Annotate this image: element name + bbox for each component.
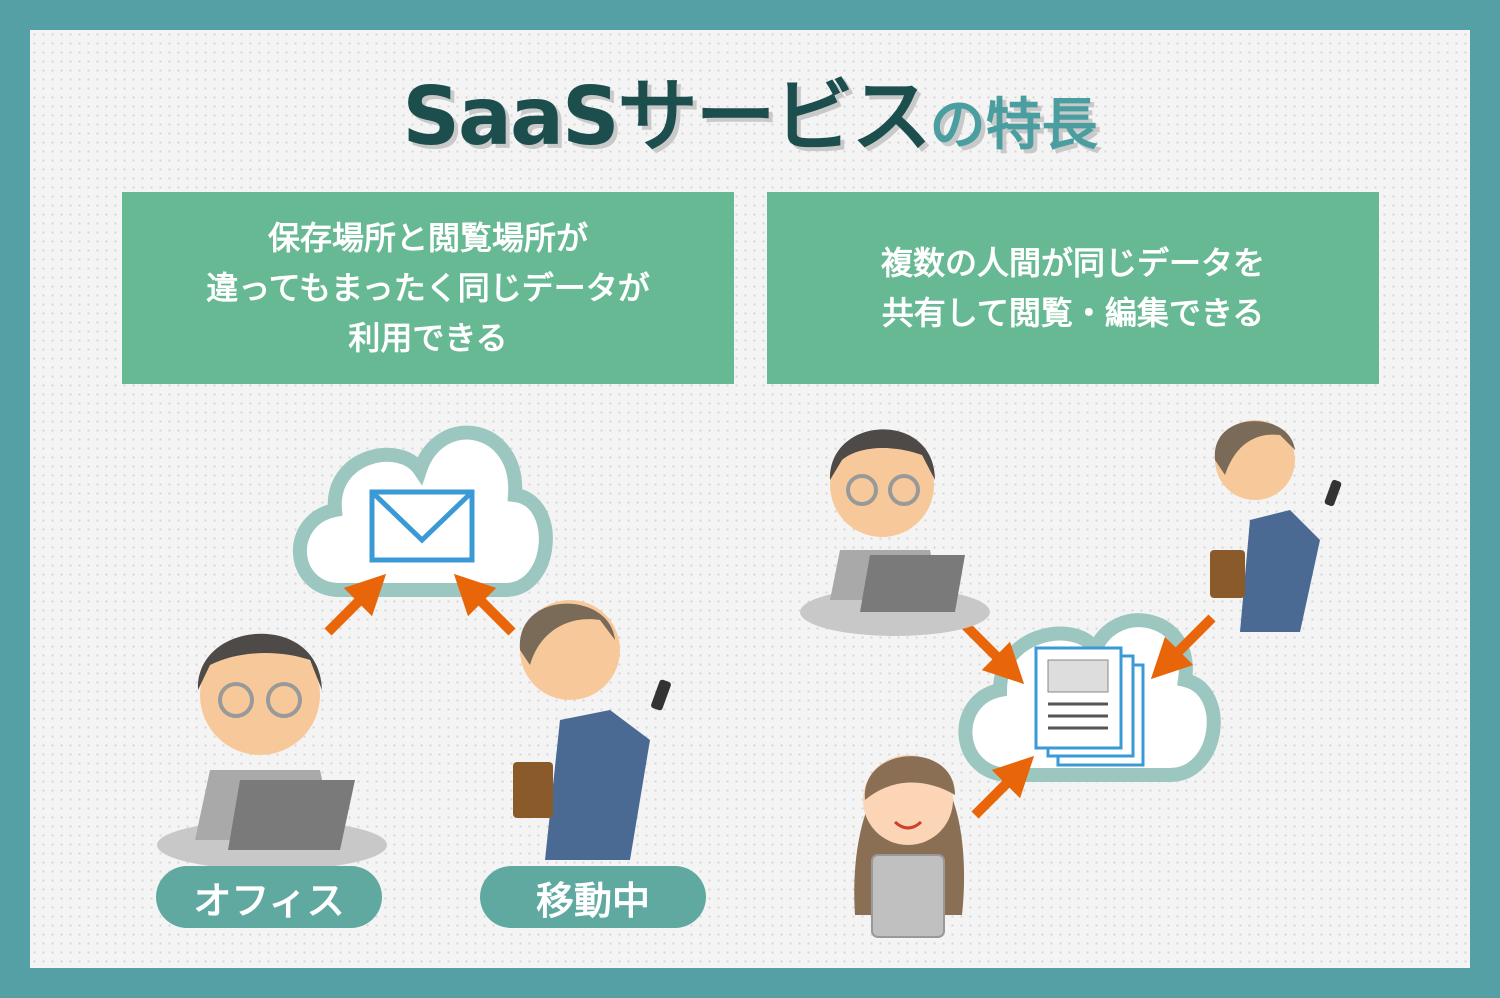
mail-icon — [369, 489, 475, 563]
label-office: オフィス — [156, 866, 382, 928]
arrow-icon — [453, 573, 516, 636]
feature-line: 保存場所と閲覧場所が — [267, 219, 588, 257]
page-title: SaaSサービスの特長 — [0, 52, 1500, 168]
tablet-user-illustration — [854, 755, 965, 938]
feature-box-data-access: 保存場所と閲覧場所が 違ってもまったく同じデータが 利用できる — [122, 192, 734, 384]
mobile-worker-illustration — [1210, 420, 1342, 632]
feature-line: 違ってもまったく同じデータが — [206, 269, 650, 307]
document-icon — [1034, 646, 1145, 767]
arrow-icon — [961, 621, 1025, 685]
office-worker-illustration — [157, 633, 387, 870]
arrow-icon — [971, 755, 1035, 819]
label-mobile: 移動中 — [480, 866, 706, 928]
desk-worker-illustration — [800, 429, 990, 636]
feature-box-sharing: 複数の人間が同じデータを 共有して閲覧・編集できる — [767, 192, 1379, 384]
mobile-worker-illustration — [513, 600, 671, 860]
title-main: SaaSサービス — [402, 70, 931, 163]
title-sub: の特長 — [929, 93, 1098, 158]
feature-line: 複数の人間が同じデータを — [880, 244, 1265, 282]
arrow-icon — [1150, 614, 1216, 680]
arrow-icon — [324, 573, 387, 636]
feature-line: 共有して閲覧・編集できる — [881, 294, 1265, 332]
feature-line: 利用できる — [348, 319, 508, 357]
